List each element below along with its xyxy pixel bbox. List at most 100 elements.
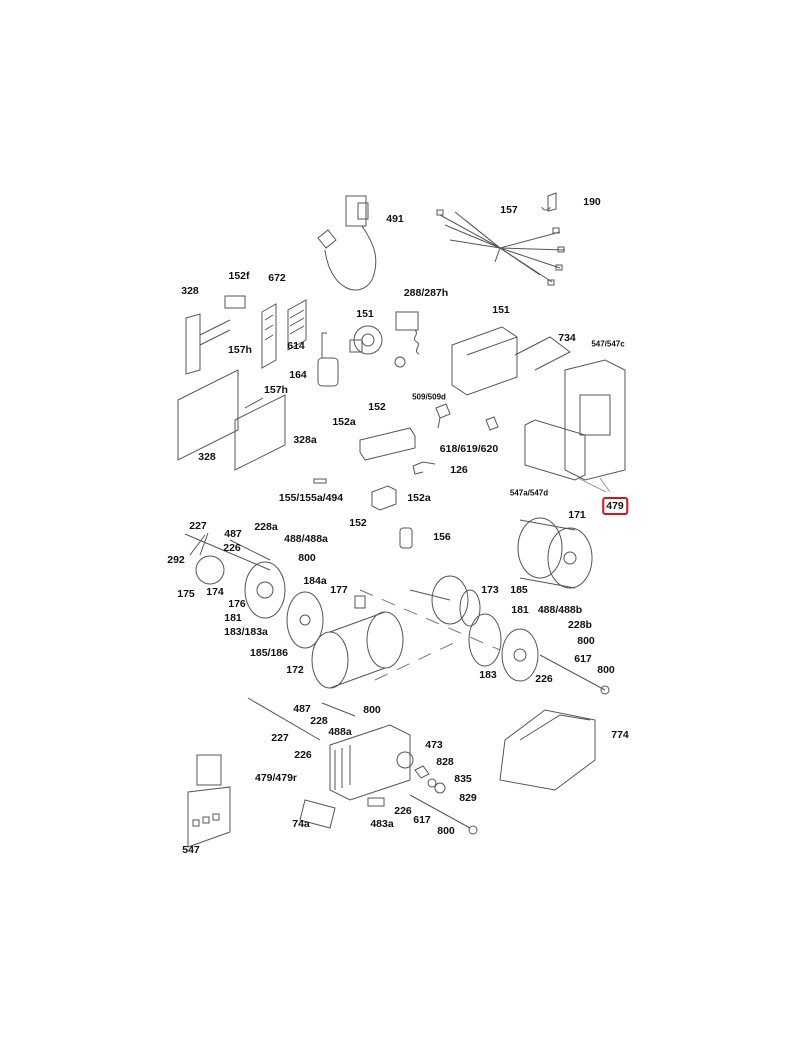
part-label[interactable]: 181: [511, 604, 529, 616]
brush-part: [354, 595, 366, 609]
part-label[interactable]: 491: [386, 213, 404, 225]
part-label[interactable]: 176: [228, 598, 246, 610]
part-label[interactable]: 227: [271, 732, 289, 744]
part-label[interactable]: 177: [330, 584, 348, 596]
part-label[interactable]: 226: [535, 673, 553, 685]
ring-part: [434, 782, 446, 794]
part-label[interactable]: 509/509d: [412, 392, 446, 402]
thermostat-part: [394, 311, 420, 368]
pressure-switch-part: [435, 403, 451, 429]
part-label[interactable]: 173: [481, 584, 499, 596]
part-label[interactable]: 226: [223, 542, 241, 554]
part-label[interactable]: 152a: [332, 416, 356, 428]
part-label[interactable]: 226: [294, 749, 312, 761]
part-label[interactable]: 547: [182, 844, 200, 856]
module-cover-part: [524, 419, 586, 481]
part-label[interactable]: 126: [450, 464, 468, 476]
part-label[interactable]: 228: [310, 715, 328, 727]
part-label[interactable]: 479/479r: [254, 772, 298, 784]
part-label[interactable]: 328: [181, 285, 199, 297]
part-label[interactable]: 617: [413, 814, 431, 826]
control-board-part: [185, 313, 231, 375]
part-label[interactable]: 617: [574, 653, 592, 665]
part-label[interactable]: 185: [510, 584, 528, 596]
motor-assembly-part: [517, 517, 593, 589]
part-label[interactable]: 185/186: [250, 647, 288, 659]
part-label[interactable]: 800: [437, 825, 455, 837]
part-label[interactable]: 614: [287, 340, 305, 352]
power-cord-part: [317, 195, 377, 291]
part-label[interactable]: 734: [558, 332, 576, 344]
rotor-part: [409, 575, 481, 627]
part-label[interactable]: 547/547c: [591, 339, 625, 349]
part-label[interactable]: 672: [268, 272, 286, 284]
part-label[interactable]: 835: [454, 773, 472, 785]
terminal-block-part: [371, 485, 397, 511]
part-label[interactable]: 829: [459, 792, 477, 804]
part-label[interactable]: 174: [206, 586, 224, 598]
part-label[interactable]: 74a: [292, 818, 310, 830]
part-label[interactable]: 292: [167, 554, 185, 566]
part-label[interactable]: 151: [356, 308, 374, 320]
part-label[interactable]: 181: [224, 612, 242, 624]
part-label[interactable]: 226: [394, 805, 412, 817]
part-label[interactable]: 328: [198, 451, 216, 463]
part-label[interactable]: 488/488a: [284, 533, 328, 545]
end-shield-part: [229, 539, 286, 619]
part-label[interactable]: 288/287h: [403, 287, 449, 299]
part-label[interactable]: 547a/547d: [509, 488, 549, 498]
selector-switch-part: [485, 416, 499, 431]
connector-part: [313, 478, 327, 484]
assembly-guide-line: [359, 589, 501, 681]
nut-part: [600, 685, 610, 695]
part-label[interactable]: 488/488b: [537, 604, 583, 616]
bolt-part: [539, 654, 606, 691]
part-label[interactable]: 183: [479, 669, 497, 681]
part-label[interactable]: 152a: [407, 492, 431, 504]
part-label[interactable]: 473: [425, 739, 443, 751]
part-label[interactable]: 227: [189, 520, 207, 532]
part-label[interactable]: 152f: [228, 270, 250, 282]
part-label[interactable]: 164: [289, 369, 307, 381]
part-label[interactable]: 152: [368, 401, 386, 413]
filter-part: [399, 527, 413, 549]
part-label[interactable]: 172: [286, 664, 304, 676]
part-label[interactable]: 774: [611, 729, 629, 741]
part-label[interactable]: 151: [492, 304, 510, 316]
nut-part: [468, 825, 478, 835]
part-label[interactable]: 328a: [293, 434, 317, 446]
part-label[interactable]: 228b: [568, 619, 592, 631]
part-label[interactable]: 157h: [228, 344, 252, 356]
selector-knob-part: [349, 325, 383, 355]
part-label[interactable]: 157h: [264, 384, 288, 396]
part-label[interactable]: 828: [436, 756, 454, 768]
stator-part: [311, 611, 404, 689]
part-label[interactable]: 800: [597, 664, 615, 676]
part-label[interactable]: 800: [298, 552, 316, 564]
part-label[interactable]: 183/183a: [224, 626, 268, 638]
part-label[interactable]: 487: [293, 703, 311, 715]
part-label[interactable]: 152: [349, 517, 367, 529]
part-label[interactable]: 487: [224, 528, 242, 540]
fan-part: [468, 613, 502, 667]
control-board-part: [177, 369, 239, 461]
part-label[interactable]: 171: [568, 509, 586, 521]
part-label[interactable]: 800: [363, 704, 381, 716]
part-label[interactable]: 228a: [254, 521, 278, 533]
part-label[interactable]: 488a: [328, 726, 352, 738]
part-label[interactable]: 157: [500, 204, 518, 216]
highlighted-part-label[interactable]: 479: [602, 497, 628, 515]
part-label[interactable]: 175: [177, 588, 195, 600]
part-label[interactable]: 800: [577, 635, 595, 647]
clip-part: [541, 192, 557, 212]
part-label[interactable]: 190: [583, 196, 601, 208]
part-label[interactable]: 155/155a/494: [278, 492, 344, 504]
timer-part: [451, 326, 571, 396]
wiring-harness-part: [436, 209, 566, 286]
part-label[interactable]: 618/619/620: [439, 443, 499, 455]
control-board-part: [234, 394, 286, 471]
part-label[interactable]: 184a: [303, 575, 327, 587]
part-label[interactable]: 483a: [370, 818, 394, 830]
part-label[interactable]: 156: [433, 531, 451, 543]
